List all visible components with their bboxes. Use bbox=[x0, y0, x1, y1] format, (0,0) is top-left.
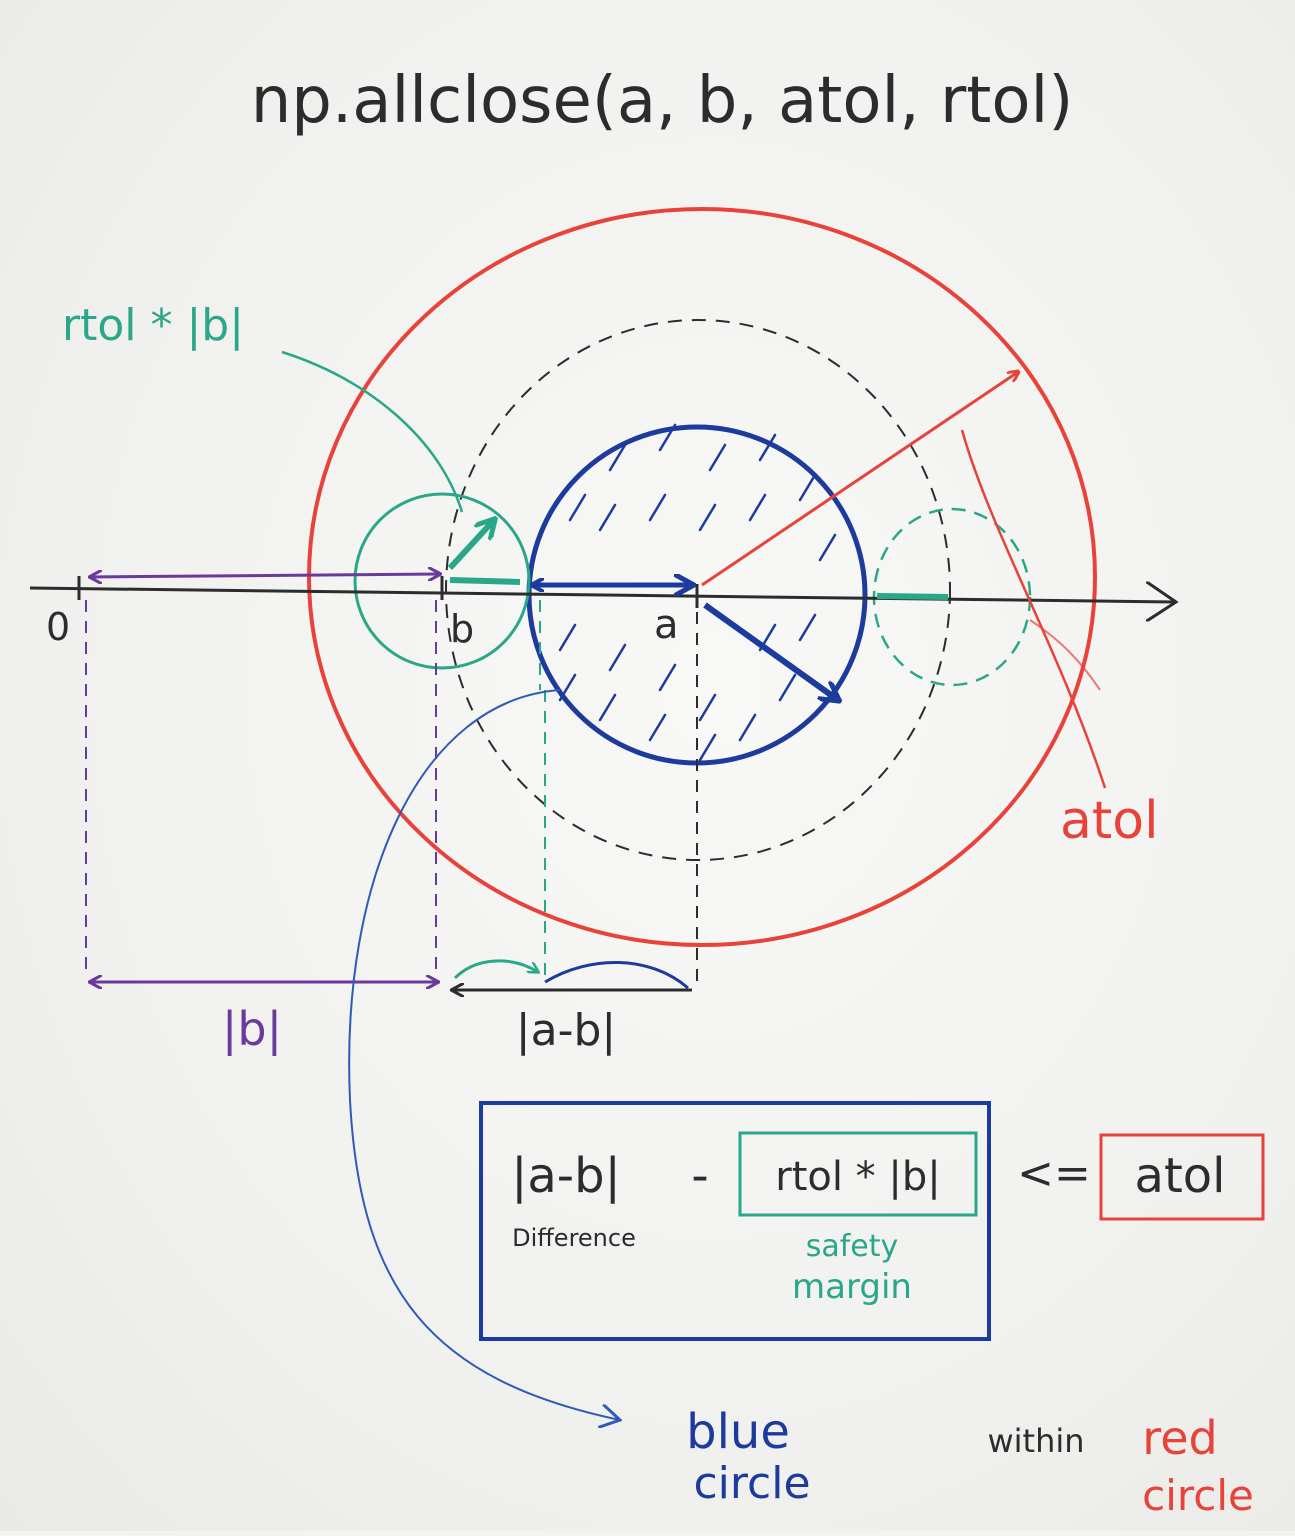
projection-lines bbox=[85, 600, 698, 985]
margin-term-box bbox=[738, 1131, 978, 1217]
margin-caption-safety: safety bbox=[806, 1229, 899, 1264]
origin-label: 0 bbox=[46, 605, 70, 649]
teal-radius-arrow bbox=[447, 520, 494, 571]
blue-curved-span bbox=[544, 960, 689, 990]
conclusion-red-line1: red bbox=[1142, 1411, 1217, 1465]
formula-difference-term: |a-b| bbox=[511, 1148, 621, 1204]
red-atol-radius-arrow bbox=[701, 372, 1018, 587]
rtol-b-label: rtol * |b| bbox=[62, 300, 244, 351]
formula-atol-term: atol bbox=[1135, 1148, 1226, 1204]
atol-pointer bbox=[960, 429, 1107, 789]
conclusion-red-line2: circle bbox=[1142, 1471, 1254, 1520]
atol-pointer-cross bbox=[1029, 619, 1101, 691]
conclusion-blue-line1: blue bbox=[686, 1404, 790, 1460]
formula-difference-caption: Difference bbox=[512, 1224, 636, 1252]
b-label: b bbox=[450, 607, 474, 651]
formula-minus: - bbox=[691, 1148, 708, 1204]
formula-margin-term: rtol * |b| bbox=[775, 1154, 941, 1200]
dashed-tolerance-circle bbox=[445, 319, 951, 861]
number-line-axis bbox=[29, 588, 1176, 602]
teal-rtol-segment-right bbox=[876, 593, 949, 600]
blue-radius-arrow bbox=[703, 602, 838, 700]
atol-label: atol bbox=[1060, 791, 1159, 851]
teal-curved-arrow bbox=[453, 959, 538, 980]
abs-b-label: |b| bbox=[222, 1002, 282, 1057]
formula-box bbox=[479, 1101, 991, 1341]
atol-term-box bbox=[1099, 1133, 1265, 1221]
formula-comparator: <= bbox=[1017, 1148, 1091, 1199]
margin-caption-margin: margin bbox=[792, 1267, 912, 1307]
conclusion-within: within bbox=[987, 1422, 1084, 1460]
purple-b-arrow-axis bbox=[90, 574, 440, 577]
abs-a-minus-b-label: |a-b| bbox=[516, 1005, 616, 1056]
page-title: np.allclose(a, b, atol, rtol) bbox=[251, 64, 1074, 138]
teal-rtol-segment bbox=[449, 577, 521, 585]
conclusion-blue-line2: circle bbox=[693, 1458, 810, 1509]
blue-circle-pointer bbox=[348, 689, 620, 1420]
rtol-b-pointer bbox=[281, 350, 464, 513]
a-label: a bbox=[654, 602, 679, 648]
